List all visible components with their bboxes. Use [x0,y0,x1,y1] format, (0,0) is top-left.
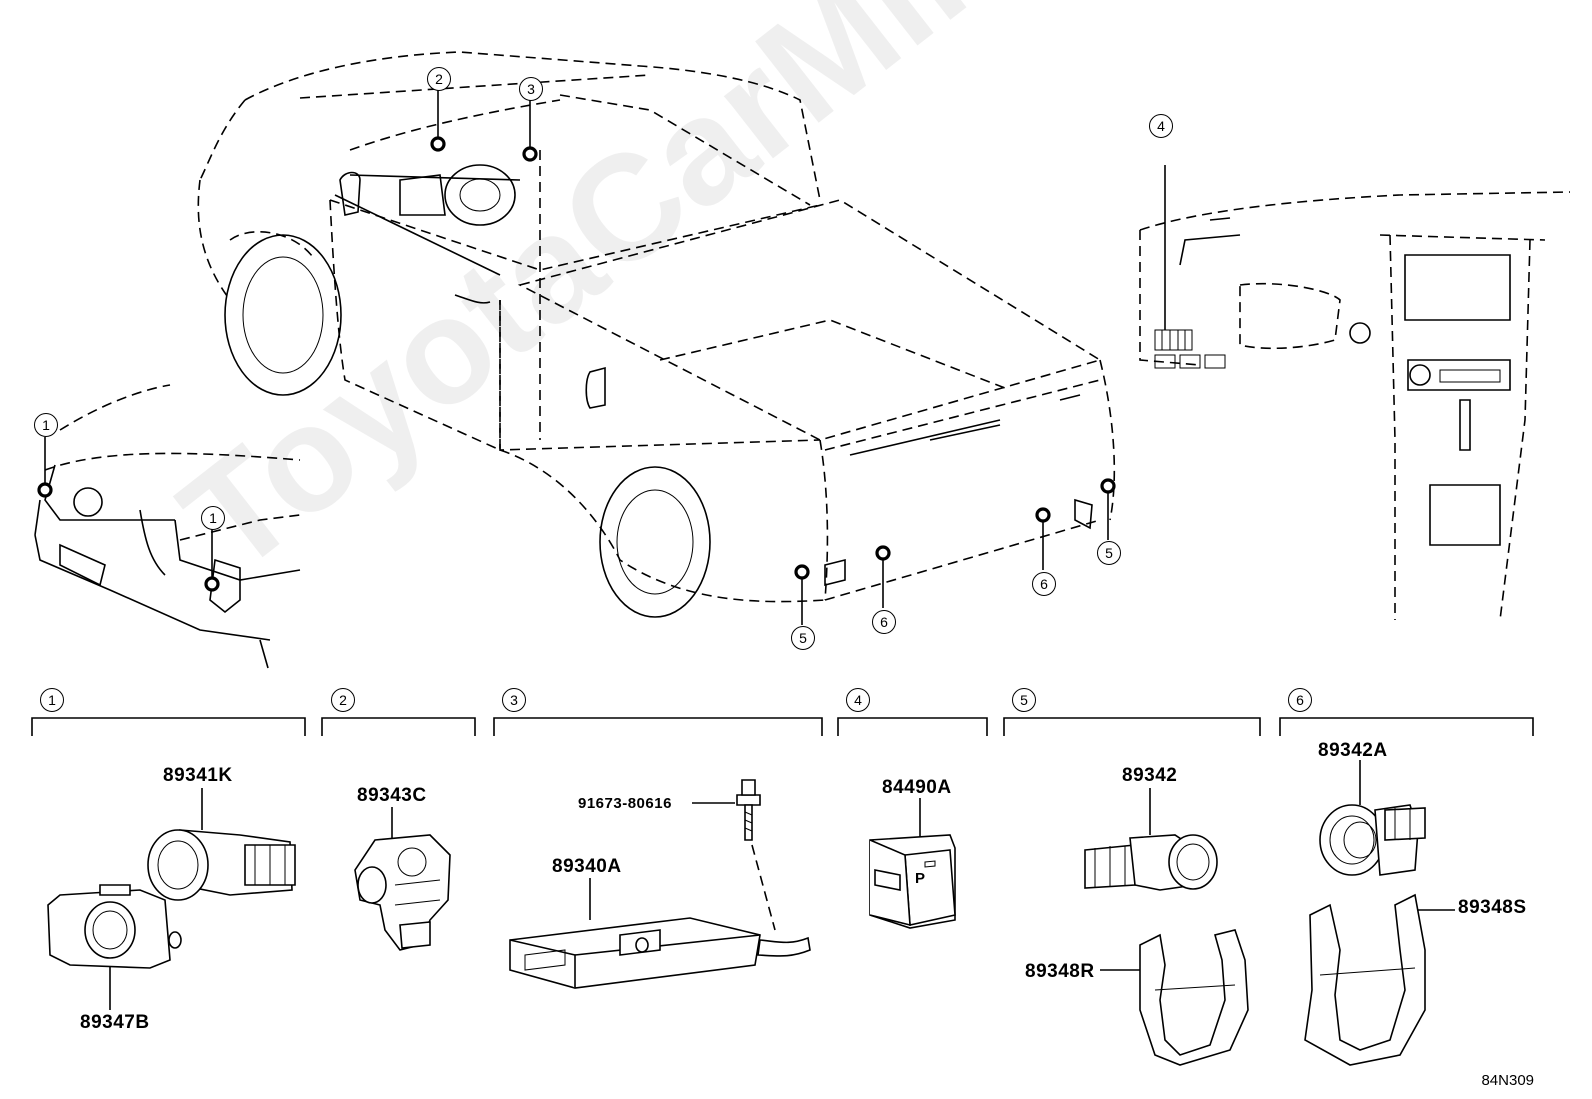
part-label-91673-80616[interactable]: 91673-80616 [578,795,672,812]
front-bumper-inset [34,384,301,669]
sensor-location-markers [37,136,1116,592]
part-label-89342[interactable]: 89342 [1122,765,1178,786]
leader-lines [44,90,1109,625]
part-label-89348R[interactable]: 89348R [1025,961,1095,982]
callout-1-front-left: 1 [34,413,58,437]
part-84490A-drawing [869,798,956,929]
callout-5-rear-left: 5 [791,626,815,650]
part-89340A-drawing [509,779,811,989]
callout-6-rear-left: 6 [872,610,896,634]
part-label-89343C[interactable]: 89343C [357,785,427,806]
part-label-89342A[interactable]: 89342A [1318,740,1388,761]
group-6-number: 6 [1288,688,1312,712]
part-label-89347B[interactable]: 89347B [80,1012,150,1033]
part-89342-drawing [1084,788,1218,891]
group-4-number: 4 [846,688,870,712]
callout-6-rear-right: 6 [1032,572,1056,596]
part-89342A-drawing [1319,760,1426,876]
group-brackets [31,717,1534,736]
group-2-number: 2 [331,688,355,712]
part-label-89341K[interactable]: 89341K [163,765,233,786]
part-label-89340A[interactable]: 89340A [552,856,622,877]
group-1-number: 1 [40,688,64,712]
parking-switch-symbol: P [915,870,926,887]
part-89348R-drawing [1100,929,1249,1066]
part-89348S-drawing [1304,893,1455,1066]
part-89341K-drawing [147,788,296,901]
diagram-code: 84N309 [1481,1072,1534,1089]
callout-4-dash: 4 [1149,114,1173,138]
pickup-truck-illustration [197,51,1116,618]
callout-5-rear-right: 5 [1097,541,1121,565]
callout-1-front-right: 1 [201,506,225,530]
part-label-89348S[interactable]: 89348S [1458,897,1527,918]
part-89347B-drawing [47,884,182,1010]
group-3-number: 3 [502,688,526,712]
part-89343C-drawing [354,807,451,951]
callout-3-dash: 3 [519,77,543,101]
dashboard-inset [1139,165,1571,621]
callout-2-dash: 2 [427,67,451,91]
part-label-84490A[interactable]: 84490A [882,777,952,798]
group-5-number: 5 [1012,688,1036,712]
